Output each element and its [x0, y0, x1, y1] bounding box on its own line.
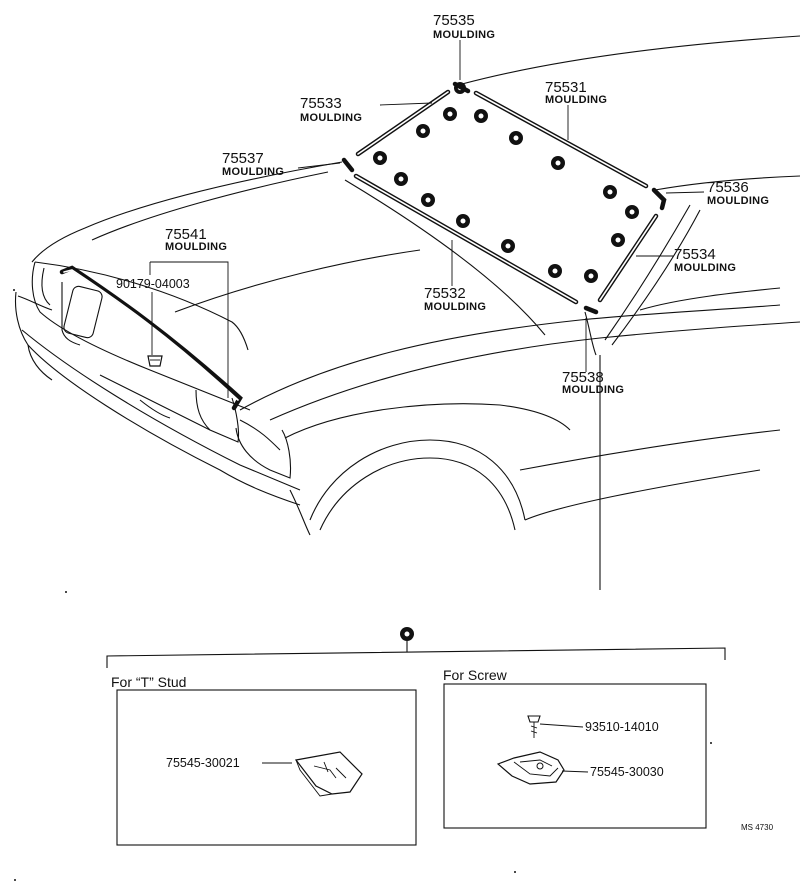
- clip-detail-section: For “T” Stud 75545-30021 For Screw 93510…: [106, 627, 774, 846]
- t-stud-panel: [116, 689, 417, 846]
- leader-lines: [147, 40, 705, 398]
- part-name-75537: MOULDING: [222, 166, 284, 178]
- part-name-75541: MOULDING: [165, 241, 227, 253]
- part-number-75538: 75538: [562, 369, 604, 386]
- screw-part-number: 93510-14010: [585, 720, 659, 734]
- part-number-75541: 75541: [165, 226, 207, 243]
- part-name-75533: MOULDING: [300, 112, 362, 124]
- part-name-75531: MOULDING: [545, 94, 607, 106]
- part-number-75534: 75534: [674, 246, 716, 263]
- drawing-code: MS 4730: [741, 823, 774, 832]
- part-name-75536: MOULDING: [707, 195, 769, 207]
- part-name-75532: MOULDING: [424, 301, 486, 313]
- part-labels: 75535 MOULDING 75531 MOULDING 75533 MOUL…: [116, 12, 769, 396]
- screw-clip-icon: [496, 751, 565, 785]
- windshield-clip-markers: [373, 82, 639, 283]
- part-number-75536: 75536: [707, 179, 749, 196]
- screw-panel-title: For Screw: [443, 667, 508, 683]
- part-number-75532: 75532: [424, 285, 466, 302]
- part-number-90179-04003: 90179-04003: [116, 277, 190, 291]
- screw-panel: [443, 683, 707, 829]
- part-name-75538: MOULDING: [562, 384, 624, 396]
- t-stud-panel-title: For “T” Stud: [111, 674, 186, 690]
- screw-icon: [527, 715, 541, 738]
- part-number-75533: 75533: [300, 95, 342, 112]
- screw-clip-part-number: 75545-30030: [590, 765, 664, 779]
- t-stud-clip-icon: [294, 751, 363, 797]
- part-number-75535: 75535: [433, 12, 475, 29]
- part-number-75531: 75531: [545, 79, 587, 96]
- t-stud-part-number: 75545-30021: [166, 756, 240, 770]
- windshield-mouldings: [59, 81, 667, 411]
- part-number-75537: 75537: [222, 150, 264, 167]
- car-body-drawing: [13, 35, 800, 881]
- part-name-75535: MOULDING: [433, 29, 495, 41]
- part-name-75534: MOULDING: [674, 262, 736, 274]
